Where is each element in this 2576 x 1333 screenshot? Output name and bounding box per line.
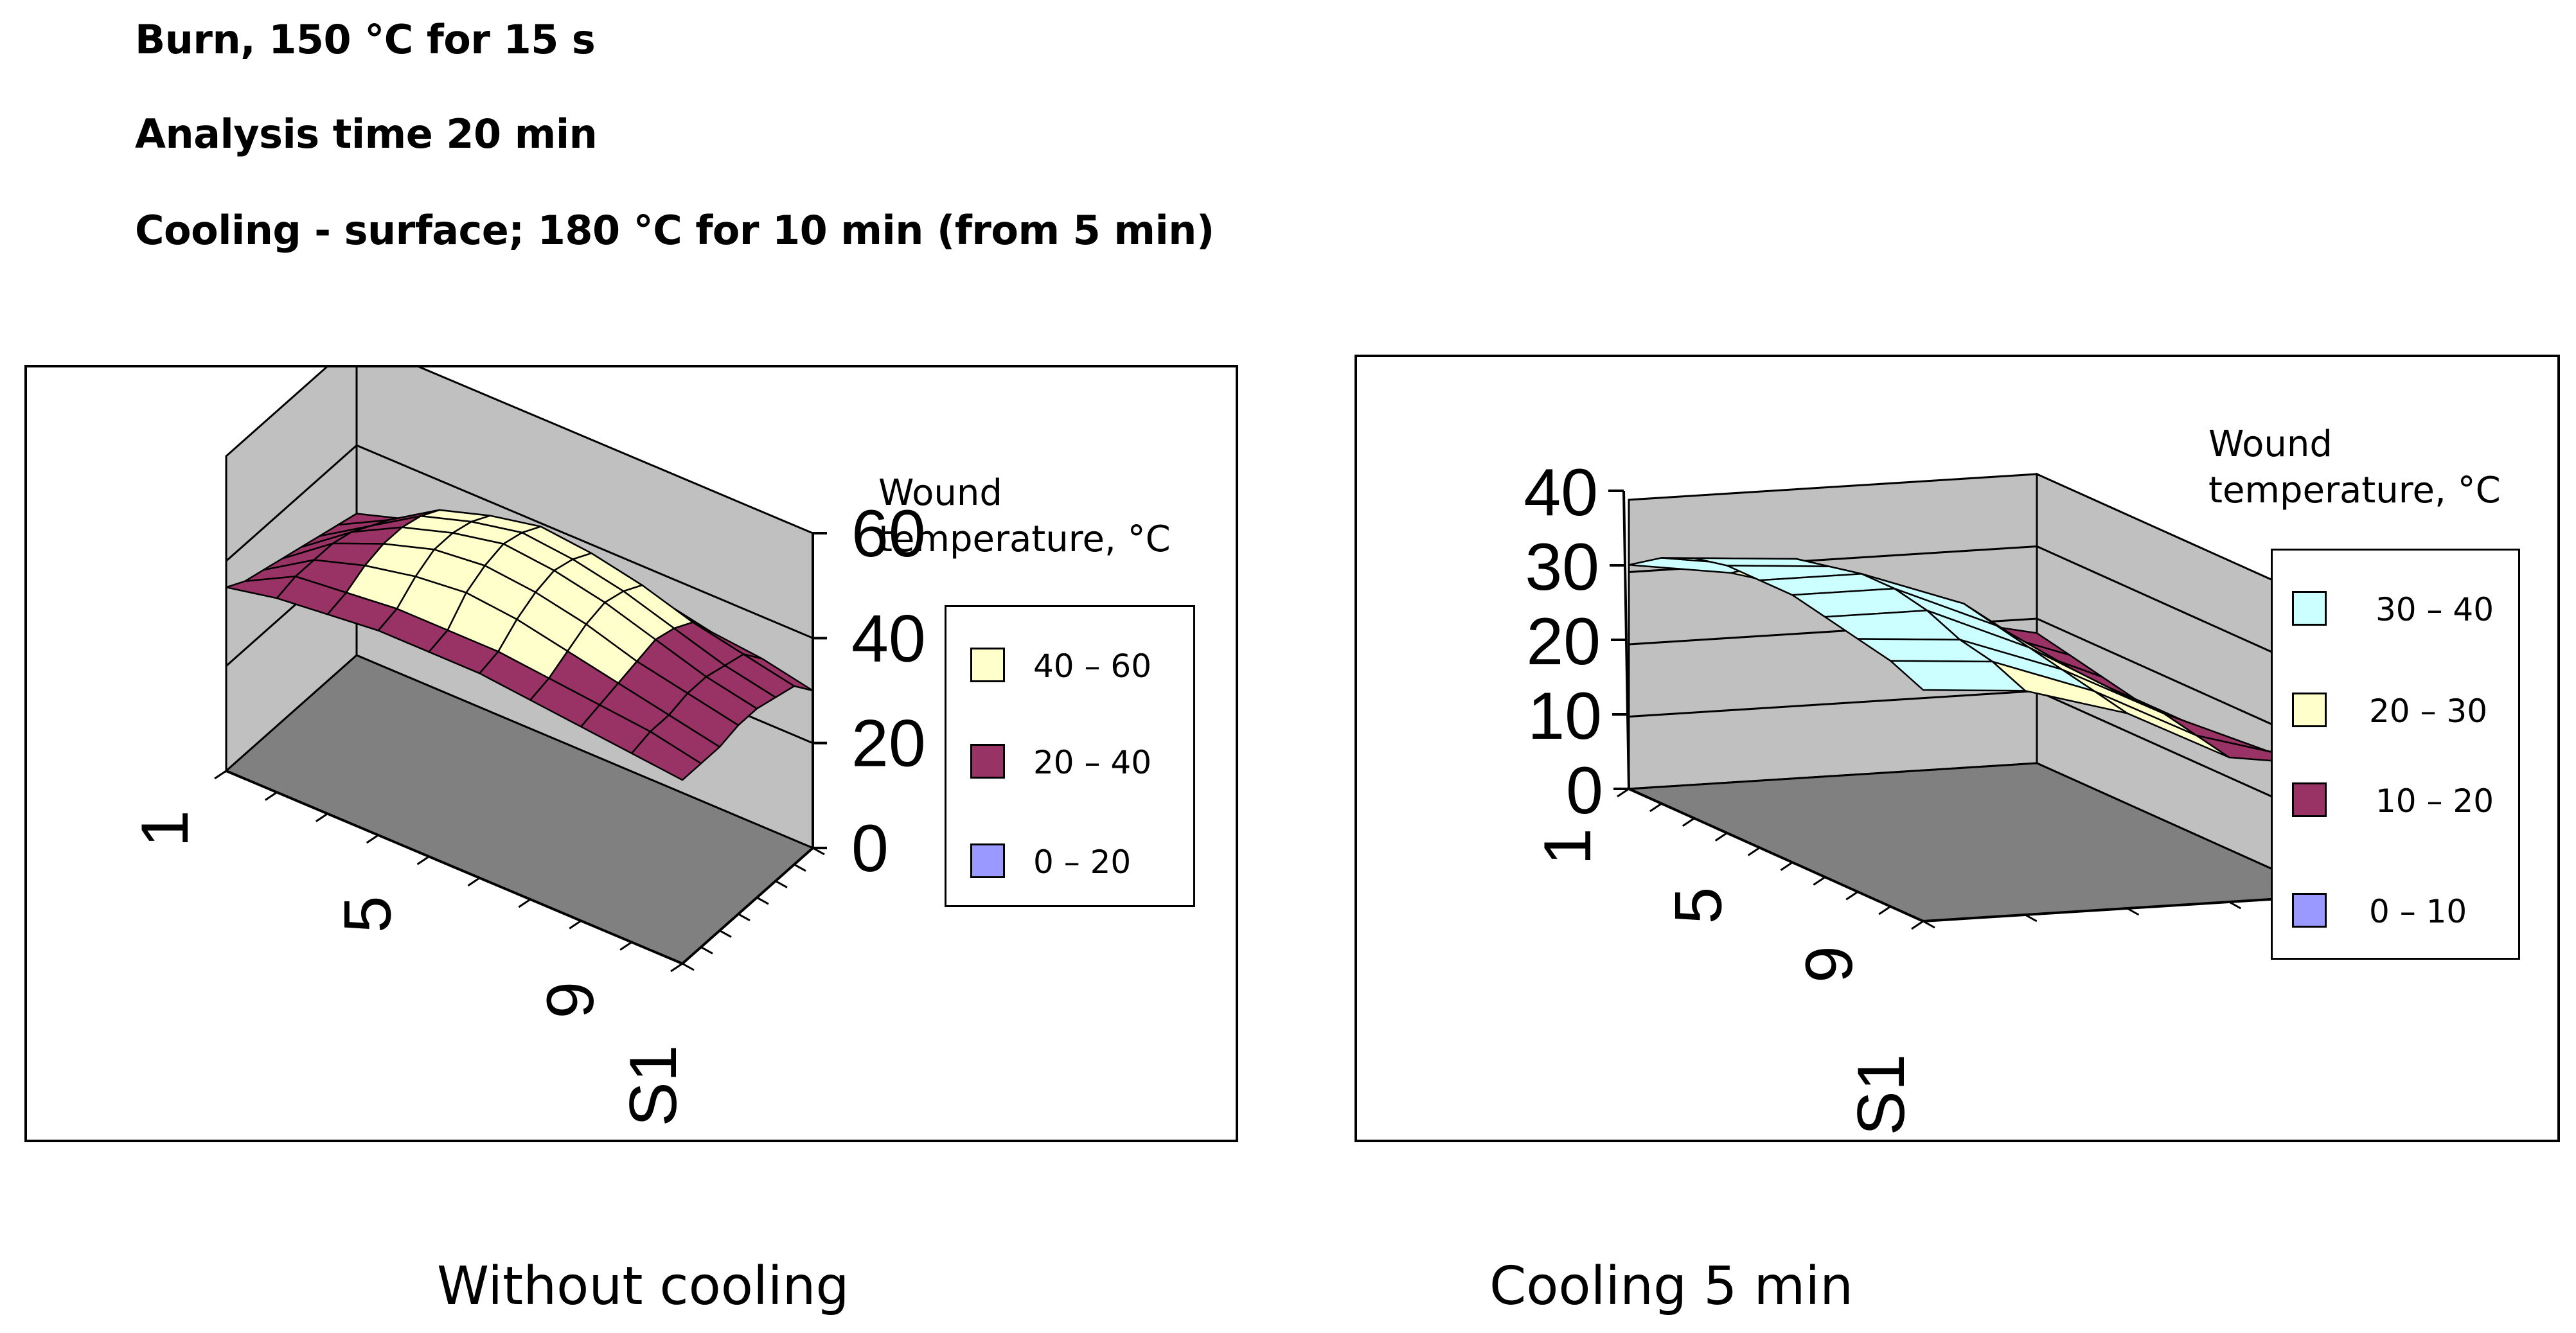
x-axis	[226, 770, 683, 965]
x-tick-mark	[1911, 920, 1924, 930]
legend-label: 0 – 20	[1033, 843, 1132, 881]
legend-item-0-20: 0 – 20	[946, 842, 1193, 880]
x-tick-mark	[1813, 876, 1826, 886]
header-burn-line: Burn, 150 °C for 15 s	[135, 16, 596, 63]
legend-swatch	[2292, 693, 2327, 727]
x-tick-label: 1	[1531, 828, 1605, 865]
z-tick-label: 10	[1527, 679, 1602, 754]
x-tick-mark	[1780, 861, 1793, 871]
legend-title: Wound temperature, °C	[878, 470, 1171, 563]
x-tick-label: 5	[331, 896, 405, 933]
x-tick-label: 1	[128, 810, 202, 847]
y-tick-mark	[756, 896, 769, 905]
x-tick-mark	[1714, 832, 1728, 842]
legend-label: 0 – 10	[2369, 893, 2467, 930]
x-tick-mark	[1682, 817, 1695, 827]
legend-title-line1: Wound	[2208, 423, 2332, 465]
legend-swatch	[2292, 591, 2327, 626]
x-tick-mark	[366, 834, 379, 844]
y-tick-mark	[700, 946, 713, 955]
legend-label: 20 – 40	[1033, 744, 1152, 781]
legend-item-20-40: 20 – 40	[946, 742, 1193, 781]
legend-item-20-30: 20 – 30	[2273, 691, 2518, 729]
legend-label: 20 – 30	[2369, 693, 2488, 730]
legend-label: 30 – 40	[2376, 591, 2494, 628]
gridline	[226, 444, 813, 639]
x-tick-mark	[467, 877, 481, 887]
y-tick-mark	[719, 930, 732, 938]
z-tick-label: 40	[1523, 455, 1598, 530]
z-tick-label: 20	[851, 707, 926, 781]
y-tick-mark	[2025, 914, 2038, 923]
legend-item-40-60: 40 – 60	[946, 646, 1193, 684]
z-tick-label: 60	[851, 497, 926, 571]
gridline	[1628, 617, 2332, 752]
legend-swatch	[2292, 893, 2327, 928]
y-tick-mark	[775, 880, 788, 888]
x-tick-mark	[1747, 847, 1761, 856]
x-tick-mark	[1649, 802, 1662, 813]
y-tick-mark	[794, 863, 806, 872]
legend-swatch	[970, 648, 1005, 682]
z-tick-label: 0	[1566, 754, 1603, 828]
y-tick-mark	[2228, 901, 2241, 910]
z-tick-label: 0	[851, 811, 889, 886]
header-analysis-time-line: Analysis time 20 min	[135, 110, 598, 157]
y-tick-mark	[738, 913, 751, 922]
x-tick-label: 5	[1662, 887, 1736, 924]
x-tick-mark	[1617, 788, 1630, 798]
legend-title-line2: temperature, °C	[878, 518, 1171, 560]
legend-title-line2: temperature, °C	[2208, 470, 2501, 511]
x-axis	[1628, 788, 1924, 923]
x-tick-mark	[265, 791, 278, 801]
x-tick-label: 9	[1792, 946, 1867, 983]
x-tick-label: 9	[533, 982, 608, 1019]
legend-swatch	[970, 843, 1005, 878]
caption-without-cooling: Without cooling	[437, 1256, 849, 1317]
legend-item-10-20: 10 – 20	[2273, 781, 2518, 819]
legend-title-line1: Wound	[878, 472, 1002, 514]
y-tick-mark	[1923, 920, 1935, 929]
surface-patch	[1889, 660, 2027, 692]
x-tick-mark	[569, 920, 582, 930]
legend-swatch	[970, 744, 1005, 779]
surface-patch	[630, 730, 702, 781]
x-tick-mark	[1845, 890, 1859, 901]
x-tick-mark	[315, 813, 328, 822]
z-tick-label: 40	[851, 601, 926, 676]
legend: 30 – 40 20 – 30 10 – 20 0 – 10	[2271, 549, 2520, 960]
legend-label: 40 – 60	[1033, 648, 1152, 685]
legend-item-0-10: 0 – 10	[2273, 891, 2518, 930]
z-tick-label: 30	[1525, 530, 1599, 605]
z-tick-label: 20	[1526, 605, 1601, 679]
caption-cooling-5-min: Cooling 5 min	[1489, 1256, 1854, 1317]
x-tick-mark	[518, 898, 531, 908]
x-tick-mark	[1878, 905, 1891, 915]
legend: 40 – 60 20 – 40 0 – 20	[945, 605, 1195, 907]
y-tick-label: S1	[616, 1045, 691, 1126]
x-tick-mark	[416, 856, 430, 865]
x-tick-mark	[619, 941, 632, 951]
legend-item-30-40: 30 – 40	[2273, 589, 2518, 628]
x-tick-mark	[214, 770, 227, 780]
legend-label: 10 – 20	[2376, 782, 2494, 820]
y-tick-mark	[682, 962, 695, 971]
y-tick-mark	[812, 847, 825, 856]
y-axis	[681, 847, 814, 965]
y-tick-label: S1	[1844, 1054, 1919, 1135]
y-tick-mark	[2126, 907, 2140, 916]
legend-swatch	[2292, 782, 2327, 817]
x-tick-mark	[670, 962, 683, 973]
legend-title: Wound temperature, °C	[2208, 421, 2501, 514]
surface-chart-without-cooling: 0 20 40 60 1 5 9S1	[128, 367, 926, 1127]
header-cooling-line: Cooling - surface; 180 °C for 10 min (fr…	[135, 207, 1214, 254]
